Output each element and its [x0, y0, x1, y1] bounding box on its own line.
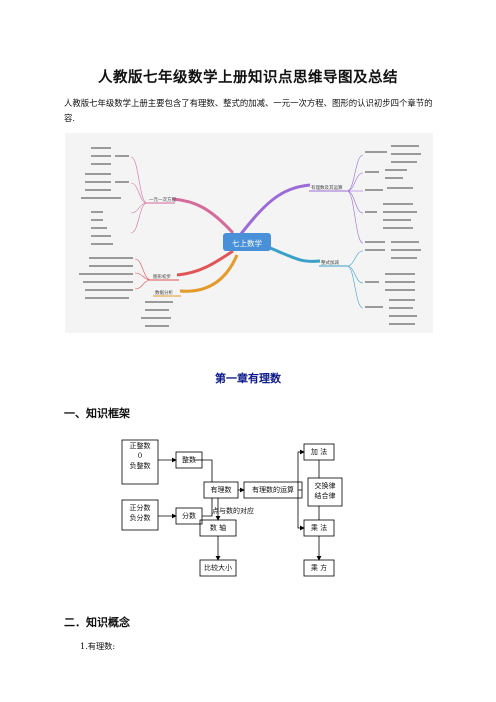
- framework-right-column: [340, 432, 374, 584]
- label-number-line: 数 轴: [209, 524, 227, 532]
- label-operations: 有理数的运算: [252, 486, 294, 494]
- label-positive-fraction: 正分数: [129, 504, 151, 512]
- section-heading-concepts: 二．知识概念: [64, 616, 130, 629]
- label-associative: 结合律: [314, 492, 336, 500]
- label-power: 乘 方: [310, 564, 328, 572]
- fraction-types-label: 正分数 负分数: [122, 503, 158, 523]
- label-fraction: 分数: [182, 512, 196, 520]
- mindmap-branch-data: 数据分析: [155, 289, 173, 296]
- integer-types-label: 正整数 0 负整数: [122, 441, 158, 471]
- mindmap-branch-geometry: 图形初步: [153, 273, 171, 280]
- label-multiply: 乘 法: [310, 524, 328, 532]
- framework-overlay: [120, 432, 360, 584]
- mindmap-branch-equation: 一元一次方程: [149, 196, 176, 203]
- list-item-rational: 1.有理数:: [80, 641, 116, 651]
- intro-paragraph: 人教版七年级数学上册主要包含了有理数、整式的加减、一元一次方程、图形的认识初步四…: [64, 98, 433, 123]
- label-add: 加 法: [310, 448, 328, 456]
- label-rational: 有理数: [210, 486, 232, 494]
- label-laws: 交换律 结合律: [308, 481, 342, 501]
- mindmap-center-label: 七上数学: [232, 238, 262, 248]
- mind-map-image: 七上数学 有理数及其运算 整式加减 一元一次方程 图形初步 数据分析: [65, 133, 433, 333]
- label-negative-fraction: 负分数: [129, 514, 151, 522]
- document-title: 人教版七年级数学上册知识点思维导图及总结: [98, 69, 398, 86]
- label-compare: 比较大小: [204, 564, 232, 572]
- label-point-correspondence: 点与数的对应: [212, 507, 254, 515]
- label-integer: 整数: [182, 456, 196, 464]
- label-negative-integer: 负整数: [129, 462, 151, 470]
- section-heading-framework: 一、知识框架: [64, 407, 130, 420]
- mindmap-branch-rational: 有理数及其运算: [311, 184, 343, 191]
- label-zero: 0: [137, 452, 143, 460]
- chapter-title: 第一章有理数: [215, 372, 281, 385]
- label-positive-integer: 正整数: [129, 442, 151, 450]
- label-commutative: 交换律: [314, 482, 336, 490]
- mindmap-branch-polynomial: 整式加减: [321, 259, 339, 266]
